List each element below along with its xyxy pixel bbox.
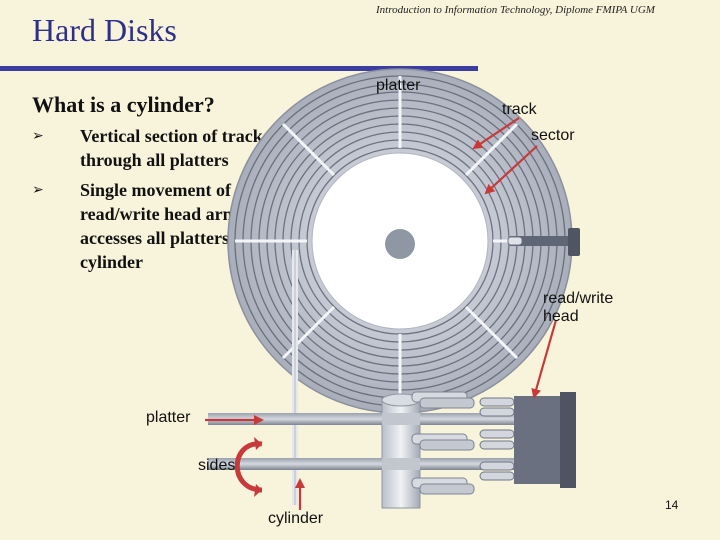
cylinder-label: cylinder [268, 510, 324, 527]
cylinder-stack [208, 250, 576, 509]
sector-label: sector [531, 127, 575, 144]
read-write-label-line1: read/write [543, 290, 614, 307]
bullet-text: Vertical section of track through all pl… [80, 126, 263, 170]
sides-curve-icon [234, 437, 263, 497]
sides-label: sides [198, 457, 236, 474]
page-number: 14 [665, 498, 679, 512]
header-note: Introduction to Information Technology, … [376, 4, 655, 16]
platter-side-label: platter [146, 409, 191, 426]
platter-label-top: platter [376, 77, 421, 94]
subheading: What is a cylinder? [32, 92, 215, 117]
bullet-list: ➢ Vertical section of track through all … [32, 124, 282, 280]
head-arm [507, 228, 580, 256]
bullet-item: ➢ Vertical section of track through all … [32, 124, 282, 172]
arrow-bullet-icon: ➢ [32, 182, 44, 198]
title-rule [0, 66, 478, 71]
pointer-arrows [205, 117, 558, 510]
bullet-item: ➢ Single movement of read/write head arm… [32, 178, 282, 274]
bullet-text: Single movement of read/write head arms … [80, 180, 249, 272]
slide-title: Hard Disks [32, 12, 177, 48]
arrow-bullet-icon: ➢ [32, 128, 44, 144]
read-write-label-line2: head [543, 308, 579, 325]
track-label: track [502, 101, 537, 118]
